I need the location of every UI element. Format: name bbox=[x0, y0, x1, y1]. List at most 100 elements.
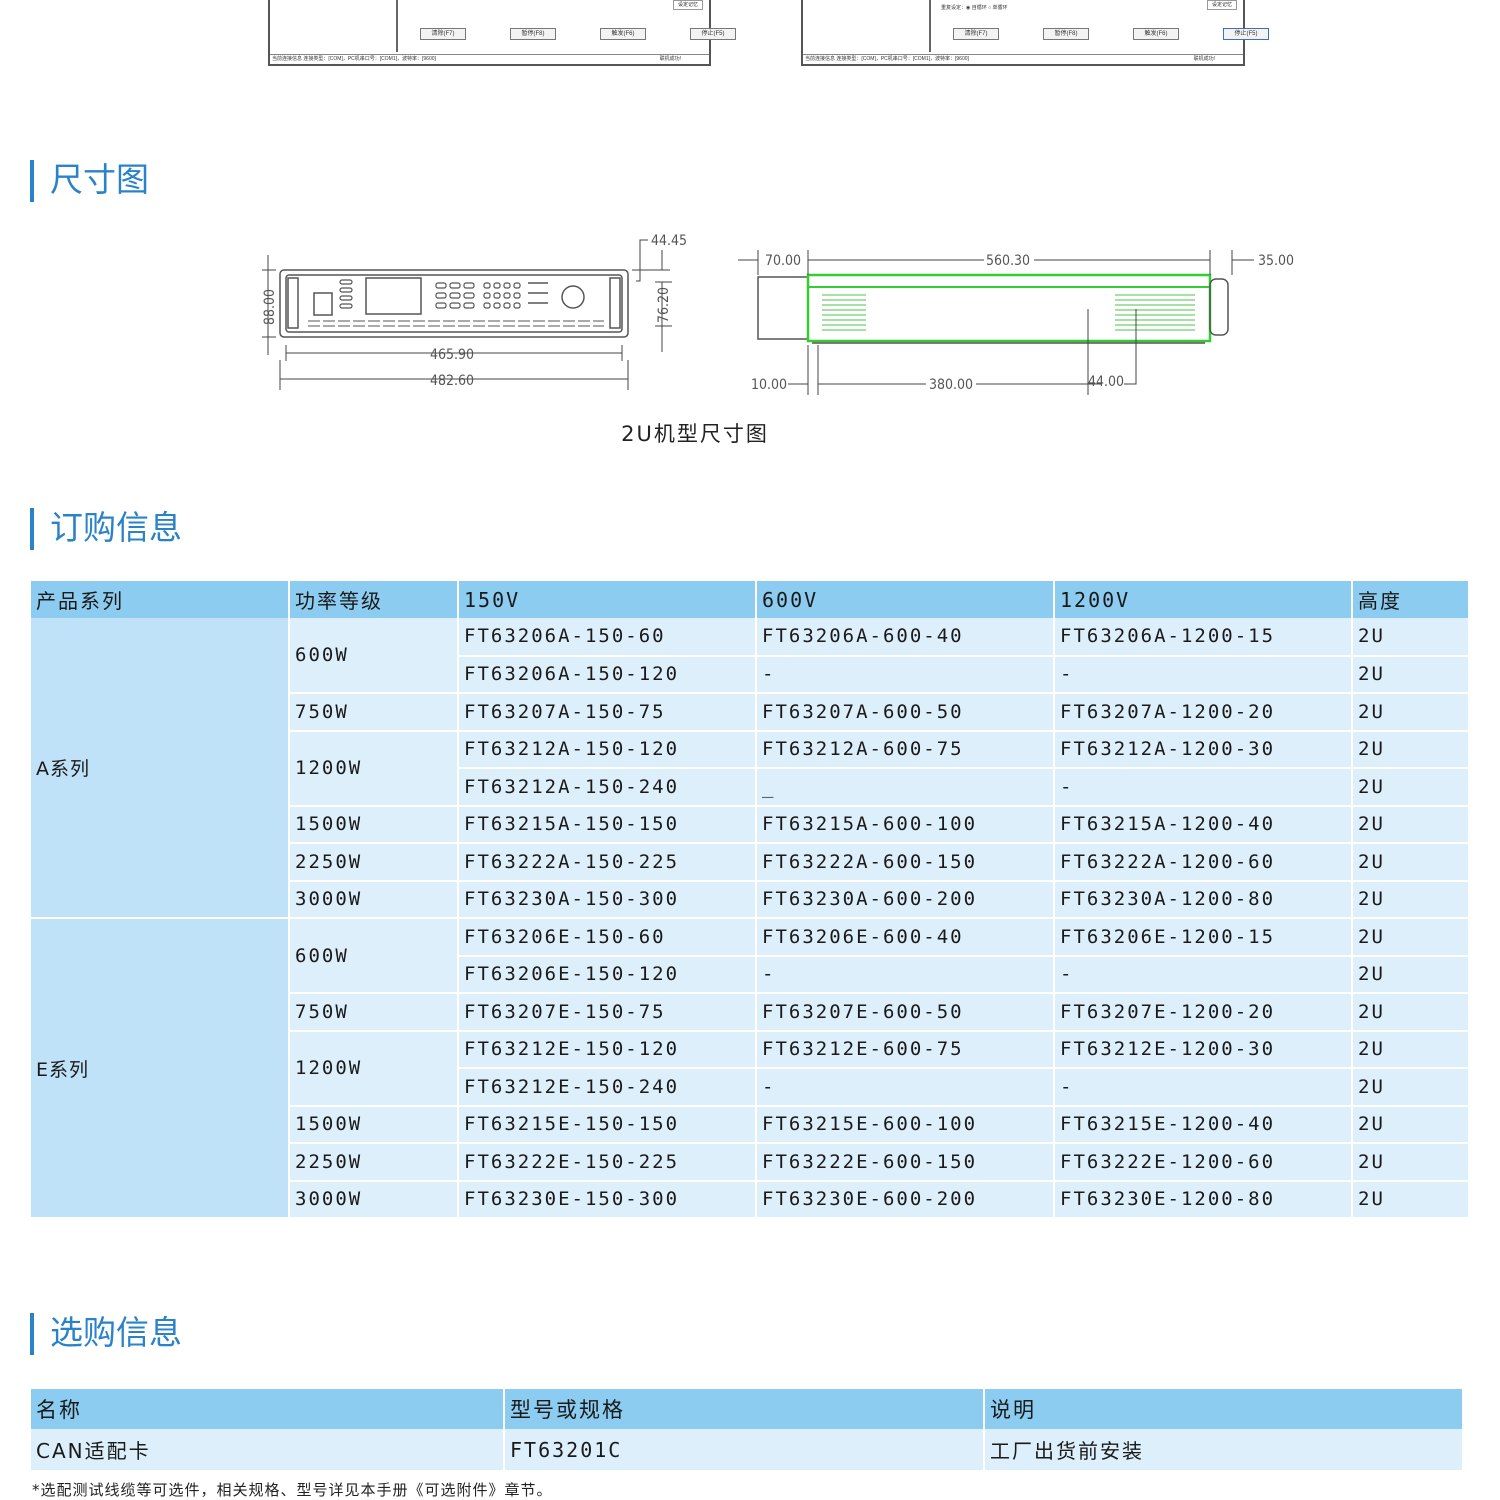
height-cell: 2U bbox=[1352, 880, 1470, 919]
model-600v-cell: FT63230A-600-200 bbox=[756, 880, 1055, 919]
height-cell: 2U bbox=[1352, 1180, 1470, 1219]
screenshot-stop-button: 停止(F5) bbox=[1223, 28, 1269, 40]
section-title-options: 选购信息 bbox=[30, 1313, 182, 1355]
model-150v-cell: FT63222A-150-225 bbox=[458, 843, 757, 882]
screenshot-save-button: 设定记忆 bbox=[673, 0, 703, 10]
table-row: FT63206A-150-120--2U bbox=[31, 655, 1470, 694]
power-cell: 600W bbox=[289, 918, 459, 994]
model-150v-cell: FT63212E-150-120 bbox=[458, 1030, 757, 1069]
model-150v-cell: FT63215E-150-150 bbox=[458, 1105, 757, 1144]
model-600v-cell: - bbox=[756, 955, 1055, 994]
screenshot-clear-button: 清除(F7) bbox=[953, 28, 999, 40]
option-description: 工厂出货前安装 bbox=[984, 1429, 1464, 1470]
model-600v-cell: - bbox=[756, 1068, 1055, 1107]
table-row: FT63212A-150-240_-2U bbox=[31, 768, 1470, 807]
dim-side-rear-depth: 35.00 bbox=[1258, 253, 1294, 269]
screenshot-status-text: 当前连接信息 连接类型：[COM]，PC机串口号：[COM1]，波特率：[960… bbox=[805, 56, 969, 62]
dim-side-body-depth: 560.30 bbox=[986, 253, 1030, 269]
model-1200v-cell: - bbox=[1054, 655, 1353, 694]
screenshot-clear-button: 清除(F7) bbox=[420, 28, 466, 40]
power-cell: 600W bbox=[289, 618, 459, 694]
power-cell: 750W bbox=[289, 693, 459, 732]
model-1200v-cell: FT63206E-1200-15 bbox=[1054, 918, 1353, 957]
model-600v-cell: FT63215E-600-100 bbox=[756, 1105, 1055, 1144]
model-1200v-cell: FT63222E-1200-60 bbox=[1054, 1143, 1353, 1182]
model-600v-cell: FT63215A-600-100 bbox=[756, 805, 1055, 844]
model-1200v-cell: - bbox=[1054, 768, 1353, 807]
model-600v-cell: FT63207E-600-50 bbox=[756, 993, 1055, 1032]
table-row: FT63206E-150-120--2U bbox=[31, 955, 1470, 994]
model-150v-cell: FT63207A-150-75 bbox=[458, 693, 757, 732]
model-150v-cell: FT63212A-150-120 bbox=[458, 730, 757, 769]
power-cell: 750W bbox=[289, 993, 459, 1032]
dim-side-foot-span: 380.00 bbox=[929, 377, 973, 393]
header-150v: 150V bbox=[458, 581, 757, 618]
header-name: 名称 bbox=[31, 1389, 505, 1429]
height-cell: 2U bbox=[1352, 993, 1470, 1032]
screenshot-pause-button: 暂停(F8) bbox=[510, 28, 556, 40]
power-cell: 2250W bbox=[289, 1143, 459, 1182]
screenshot-status-bar: 当前连接信息 连接类型：[COM]，PC机串口号：[COM1]，波特率：[960… bbox=[803, 54, 1243, 64]
screenshot-repeat-radios: 重复设定：◉ 自循环 ○ 单循环 bbox=[941, 5, 1008, 11]
options-header-row: 名称 型号或规格 说明 bbox=[31, 1389, 1464, 1429]
height-cell: 2U bbox=[1352, 918, 1470, 957]
header-power: 功率等级 bbox=[289, 581, 459, 618]
footnote: *选配测试线缆等可选件，相关规格、型号详见本手册《可选附件》章节。 bbox=[32, 1481, 553, 1499]
model-1200v-cell: FT63230A-1200-80 bbox=[1054, 880, 1353, 919]
height-cell: 2U bbox=[1352, 1068, 1470, 1107]
model-1200v-cell: FT63206A-1200-15 bbox=[1054, 618, 1353, 657]
height-cell: 2U bbox=[1352, 843, 1470, 882]
options-row: CAN适配卡 FT63201C 工厂出货前安装 bbox=[31, 1429, 1464, 1470]
model-150v-cell: FT63222E-150-225 bbox=[458, 1143, 757, 1182]
model-1200v-cell: - bbox=[1054, 1068, 1353, 1107]
height-cell: 2U bbox=[1352, 955, 1470, 994]
option-model: FT63201C bbox=[504, 1429, 985, 1470]
dimension-drawing: 88.00 465.90 482.60 44.45 76.20 70 bbox=[262, 233, 1294, 395]
header-600v: 600V bbox=[756, 581, 1055, 618]
height-cell: 2U bbox=[1352, 693, 1470, 732]
model-600v-cell: _ bbox=[756, 768, 1055, 807]
model-150v-cell: FT63206E-150-120 bbox=[458, 955, 757, 994]
series-cell: A系列 bbox=[31, 618, 290, 919]
software-screenshot-right: 重复设定：◉ 自循环 ○ 单循环 设定记忆 清除(F7) 暂停(F8) 触发(F… bbox=[801, 0, 1269, 66]
model-1200v-cell: FT63207A-1200-20 bbox=[1054, 693, 1353, 732]
height-cell: 2U bbox=[1352, 730, 1470, 769]
height-cell: 2U bbox=[1352, 768, 1470, 807]
series-cell: E系列 bbox=[31, 918, 290, 1219]
height-cell: 2U bbox=[1352, 1030, 1470, 1069]
power-cell: 1500W bbox=[289, 1105, 459, 1144]
model-600v-cell: FT63206E-600-40 bbox=[756, 918, 1055, 957]
screenshot-stop-button: 停止(F5) bbox=[690, 28, 736, 40]
screenshot-pause-button: 暂停(F8) bbox=[1043, 28, 1089, 40]
model-1200v-cell: FT63230E-1200-80 bbox=[1054, 1180, 1353, 1219]
section-title-dimensions: 尺寸图 bbox=[30, 160, 149, 202]
screenshot-status-right: 联机成功! bbox=[1193, 56, 1215, 62]
model-1200v-cell: FT63207E-1200-20 bbox=[1054, 993, 1353, 1032]
model-600v-cell: FT63212A-600-75 bbox=[756, 730, 1055, 769]
model-600v-cell: FT63222A-600-150 bbox=[756, 843, 1055, 882]
model-600v-cell: - bbox=[756, 655, 1055, 694]
screenshot-status-text: 当前连接信息 连接类型：[COM]，PC机串口号：[COM1]，波特率：[960… bbox=[272, 56, 436, 62]
dimension-caption: 2U机型尺寸图 bbox=[621, 422, 769, 446]
model-150v-cell: FT63206A-150-60 bbox=[458, 618, 757, 657]
dim-side-front-depth: 70.00 bbox=[765, 253, 801, 269]
model-1200v-cell: FT63212A-1200-30 bbox=[1054, 730, 1353, 769]
model-150v-cell: FT63230A-150-300 bbox=[458, 880, 757, 919]
model-1200v-cell: FT63215A-1200-40 bbox=[1054, 805, 1353, 844]
model-600v-cell: FT63222E-600-150 bbox=[756, 1143, 1055, 1182]
height-cell: 2U bbox=[1352, 655, 1470, 694]
model-600v-cell: FT63212E-600-75 bbox=[756, 1030, 1055, 1069]
power-cell: 2250W bbox=[289, 843, 459, 882]
software-screenshot-left: 设定记忆 清除(F7) 暂停(F8) 触发(F6) 停止(F5) 当前连接信息 … bbox=[268, 0, 736, 66]
screenshot-status-right: 联机成功! bbox=[659, 56, 681, 62]
header-height: 高度 bbox=[1352, 581, 1470, 618]
